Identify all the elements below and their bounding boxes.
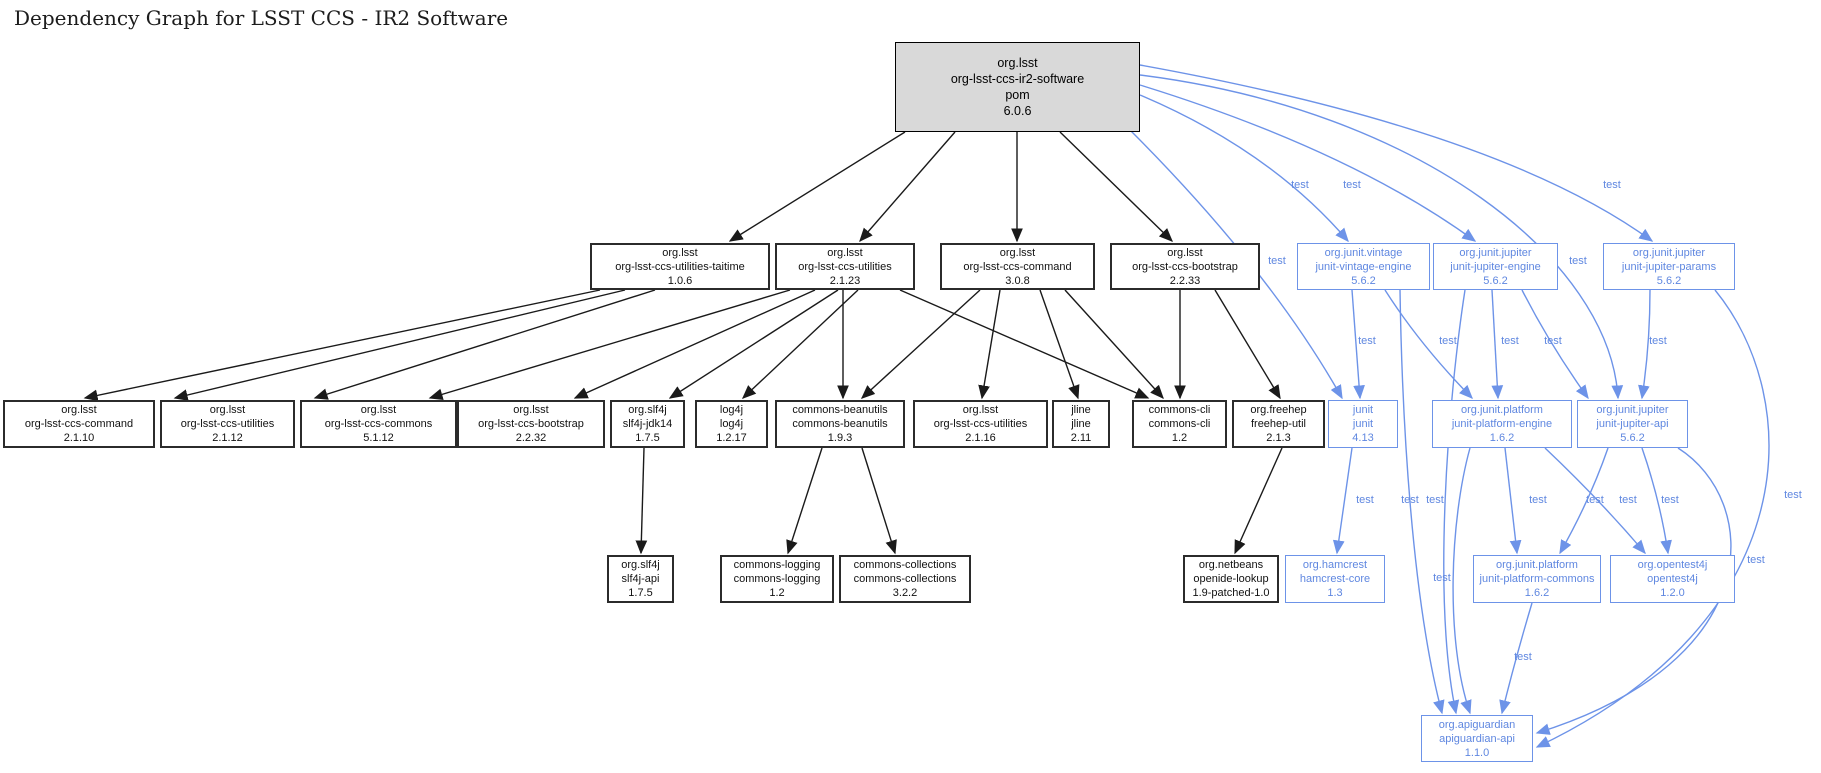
edge-pengine-to-pcommons xyxy=(1504,447,1522,555)
edge-root-to-taitime xyxy=(728,131,906,242)
edge-jparams-to-apiguardian xyxy=(1535,289,1770,748)
edge-scope-label: test xyxy=(1544,335,1562,347)
edge-scope-label: test xyxy=(1784,489,1802,501)
edge-root-to-vintage xyxy=(1139,94,1349,243)
edge-cmd308-to-jline xyxy=(1039,289,1080,400)
edge-scope-label: test xyxy=(1603,179,1621,191)
edge-slf4jjdk14-to-slf4japi xyxy=(635,447,648,555)
edge-boot33-to-freehep xyxy=(1214,289,1281,400)
edge-root-to-util23 xyxy=(859,131,956,243)
edge-scope-label: test xyxy=(1401,494,1419,506)
page-title: Dependency Graph for LSST CCS - IR2 Soft… xyxy=(14,6,509,30)
edge-beanutils-to-clogging xyxy=(786,447,823,555)
edge-scope-label: test xyxy=(1514,651,1532,663)
edge-vintage-to-pengine xyxy=(1384,289,1473,399)
edge-beanutils-to-ccollections xyxy=(861,447,897,555)
edge-junit413-to-hamcrest xyxy=(1332,447,1353,555)
edge-scope-label: test xyxy=(1291,179,1309,191)
edge-scope-label: test xyxy=(1356,494,1374,506)
edge-pengine-to-opentest4j xyxy=(1544,447,1646,555)
edge-scope-label: test xyxy=(1661,494,1679,506)
edge-scope-label: test xyxy=(1529,494,1547,506)
edge-japi-to-apiguardian xyxy=(1535,447,1732,735)
edge-taitime-to-util2112 xyxy=(173,289,626,401)
edge-scope-label: test xyxy=(1433,572,1451,584)
edge-japi-to-opentest4j xyxy=(1641,447,1672,555)
edge-scope-label: test xyxy=(1649,335,1667,347)
edge-scope-label: test xyxy=(1426,494,1444,506)
edge-taitime-to-cmd2110 xyxy=(83,289,601,402)
edge-vintage-to-apiguardian xyxy=(1399,289,1445,715)
edge-pengine-to-apiguardian xyxy=(1452,447,1472,715)
edge-scope-label: test xyxy=(1747,554,1765,566)
edge-util23-to-boot2232 xyxy=(573,289,816,399)
edge-freehep-to-openide xyxy=(1234,447,1283,555)
edge-scope-label: test xyxy=(1358,335,1376,347)
edge-cmd308-to-beanutils xyxy=(860,289,981,399)
edge-root-to-japi xyxy=(1139,74,1624,400)
edge-japi-to-pcommons xyxy=(1559,447,1609,555)
edge-cmd308-to-util2116 xyxy=(978,289,1001,400)
edge-scope-label: test xyxy=(1501,335,1519,347)
edge-scope-label: test xyxy=(1439,335,1457,347)
edge-pcommons-to-apiguardian xyxy=(1499,602,1533,715)
edge-util23-to-log4j xyxy=(741,289,859,399)
edge-vintage-to-junit413 xyxy=(1351,289,1365,400)
edge-util23-to-slf4jjdk14 xyxy=(668,289,839,399)
edge-root-to-junit413 xyxy=(1129,129,1343,400)
edge-jparams-to-japi xyxy=(1638,289,1651,400)
edge-taitime-to-commons5112 xyxy=(313,289,656,400)
edge-util23-to-commons5112 xyxy=(428,289,791,401)
edge-jengine-to-pengine xyxy=(1491,289,1504,400)
edge-scope-label: test xyxy=(1586,494,1604,506)
edge-util23-to-commonscli xyxy=(899,289,1150,399)
edge-cmd308-to-commonscli xyxy=(1064,289,1164,400)
edge-scope-label: test xyxy=(1268,255,1286,267)
edge-root-to-boot33 xyxy=(1059,131,1174,242)
edge-jengine-to-japi xyxy=(1521,289,1589,400)
edge-scope-label: test xyxy=(1569,255,1587,267)
edge-jengine-to-apiguardian xyxy=(1443,289,1466,715)
edge-scope-label: test xyxy=(1343,179,1361,191)
edge-root-to-jengine xyxy=(1139,84,1477,242)
edge-root-to-jparams xyxy=(1139,64,1654,242)
edge-scope-label: test xyxy=(1619,494,1637,506)
